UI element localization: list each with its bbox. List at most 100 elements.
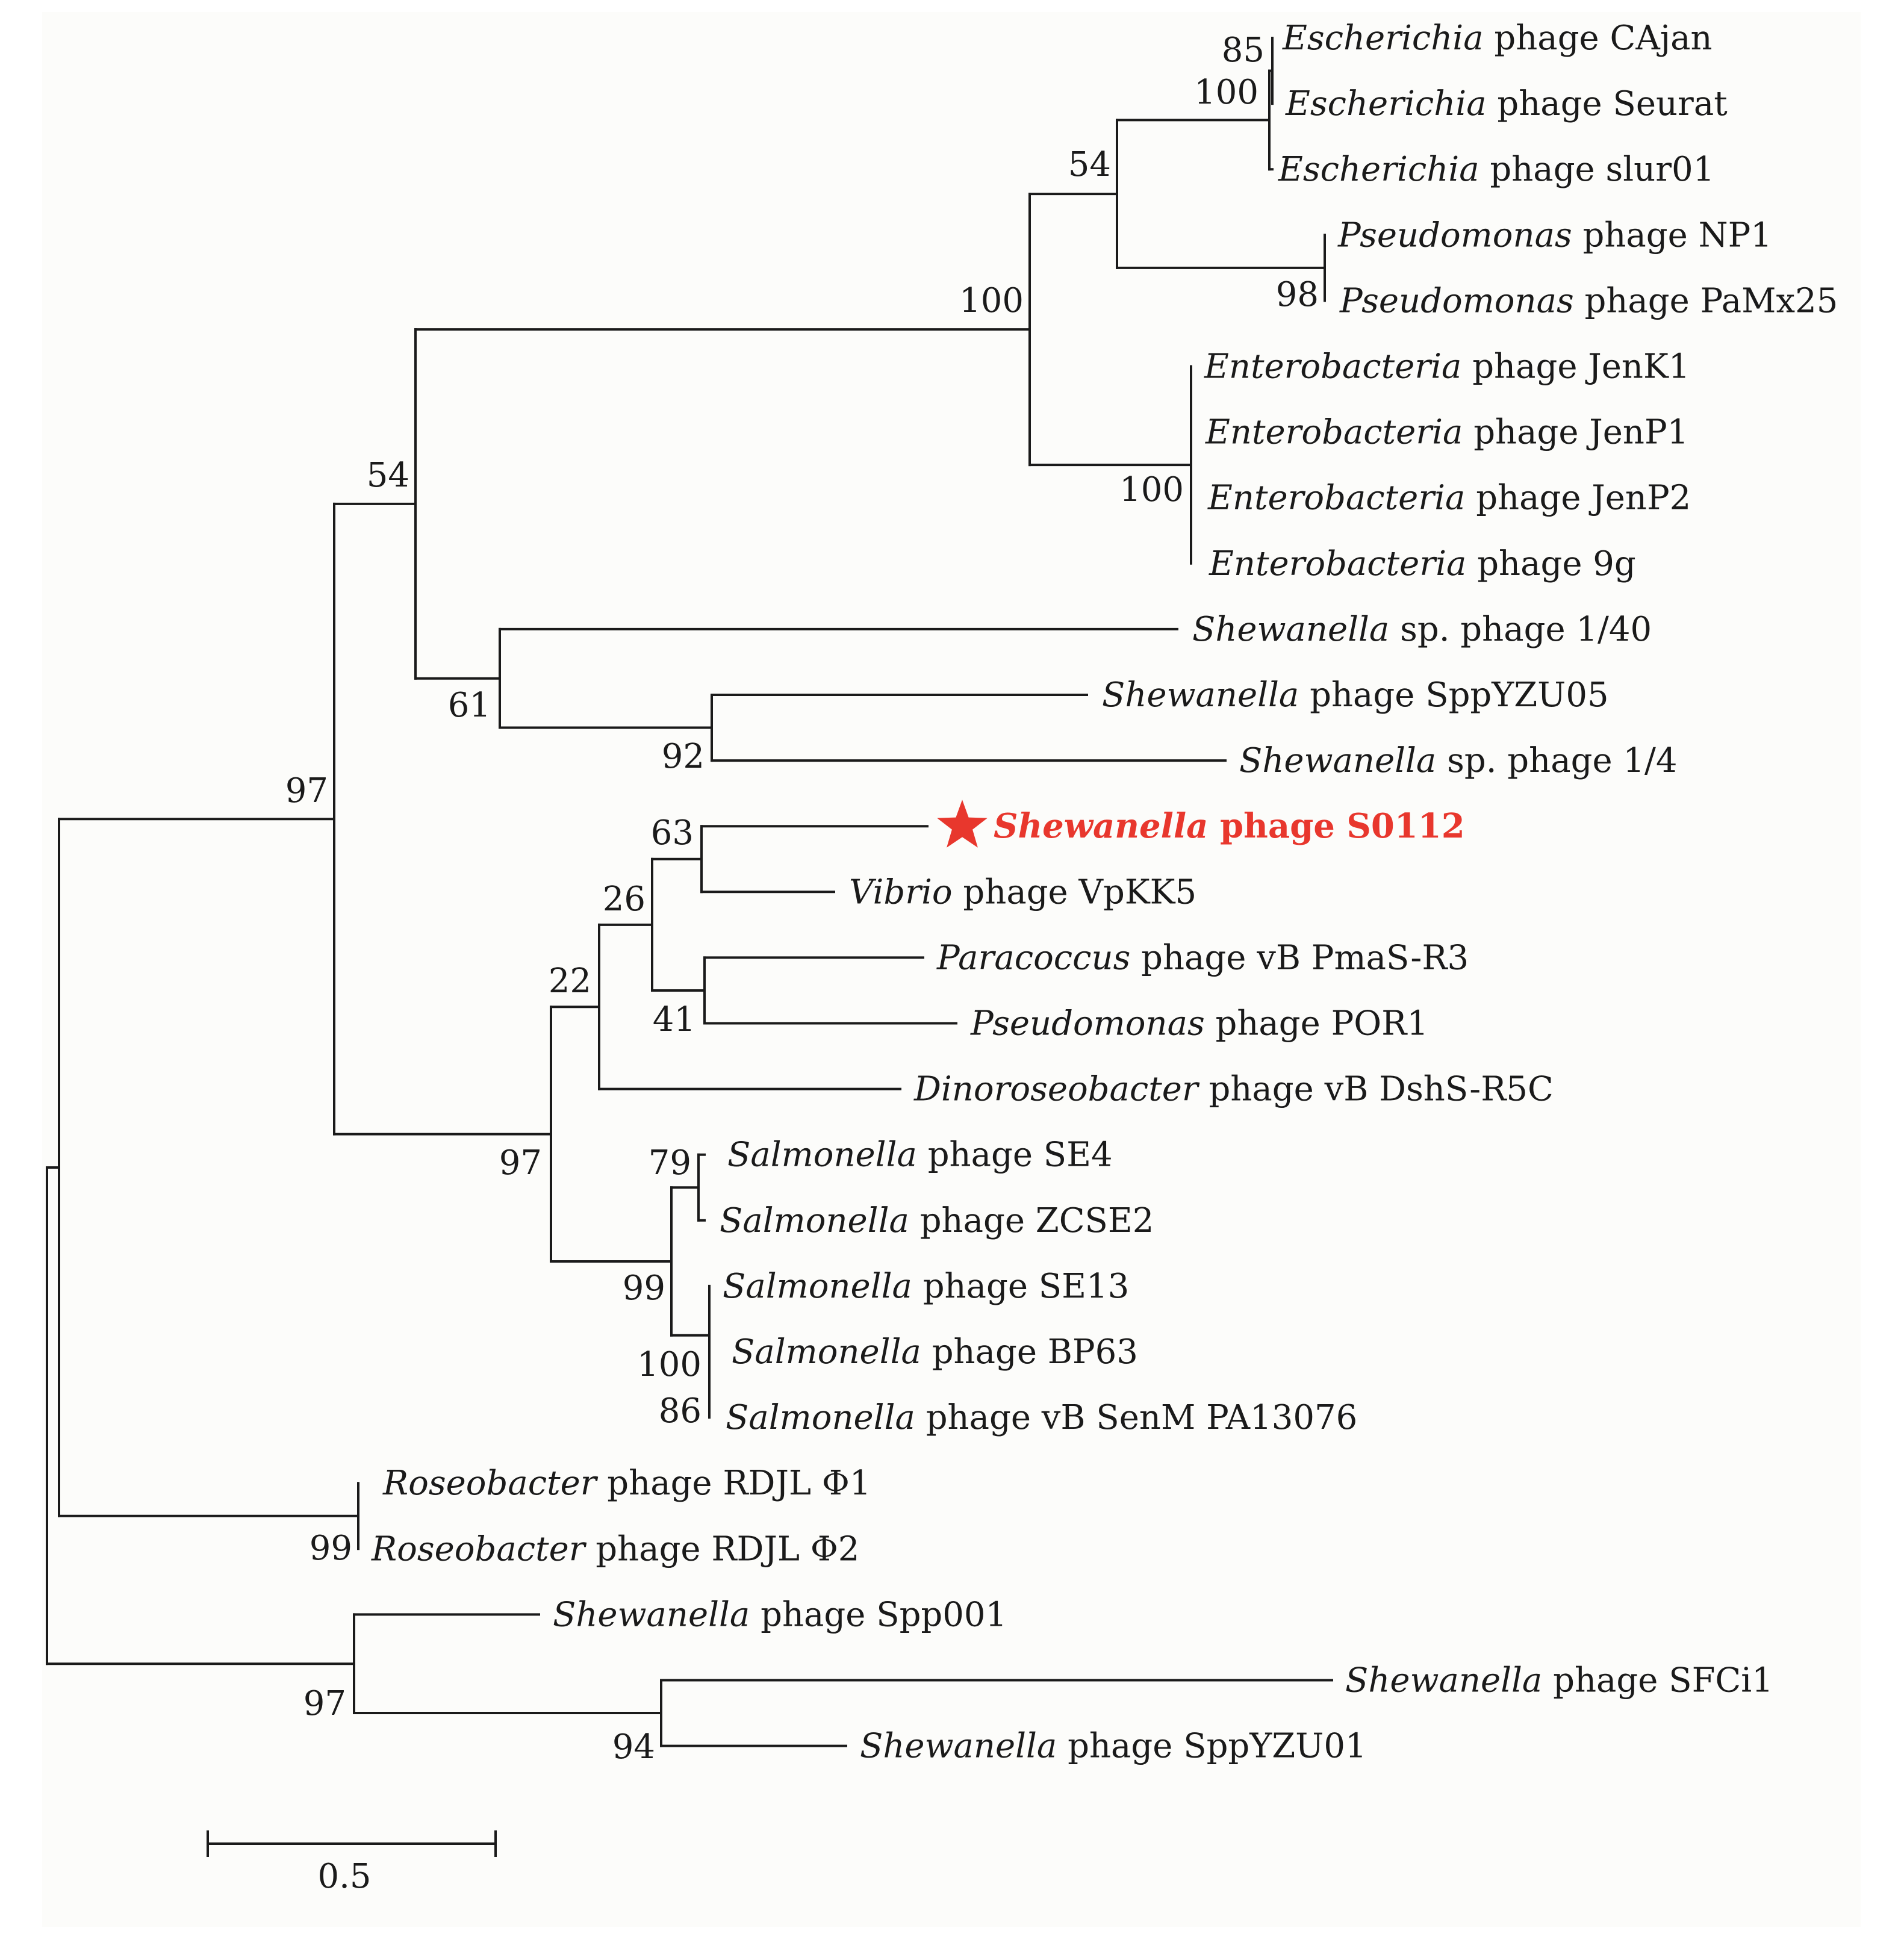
taxon-genus: Shewanella (1345, 1661, 1542, 1700)
taxon-genus: Shewanella (1239, 741, 1436, 780)
star-icon (937, 800, 988, 848)
bootstrap-value: 22 (549, 962, 591, 1001)
taxon-genus: Enterobacteria (1209, 544, 1466, 583)
taxon-label: Vibrio phage VpKK5 (849, 872, 1196, 912)
figure-panel (42, 12, 1861, 1927)
bootstrap-value: 100 (1119, 470, 1184, 509)
taxon-genus: Roseobacter (382, 1464, 599, 1503)
taxon-genus: Salmonella (726, 1398, 915, 1437)
taxon-name: phage NP1 (1572, 216, 1772, 255)
taxon-label: Enterobacteria phage JenP1 (1205, 413, 1688, 452)
taxon-label: Roseobacter phage RDJL Φ2 (371, 1529, 859, 1569)
taxon-name: phage JenP1 (1463, 413, 1688, 452)
scale-bar: 0.5 (207, 1830, 497, 1896)
taxon-label: Salmonella phage ZCSE2 (720, 1201, 1154, 1240)
bootstrap-value: 92 (662, 737, 705, 776)
taxon-genus: Shewanella (1102, 676, 1299, 715)
scale-bar-label: 0.5 (317, 1857, 371, 1896)
taxon-label: Shewanella phage SppYZU05 (1102, 676, 1609, 715)
taxon-label: Escherichia phage Seurat (1285, 84, 1728, 123)
taxon-name: phage CAjan (1484, 19, 1713, 58)
taxon-name: phage vB DshS-R5C (1198, 1070, 1554, 1109)
bootstrap-value: 61 (448, 686, 491, 725)
bootstrap-value: 94 (612, 1727, 655, 1767)
taxon-label: Salmonella phage BP63 (732, 1332, 1138, 1372)
bootstrap-value: 99 (623, 1269, 665, 1308)
taxon-genus: Enterobacteria (1207, 479, 1465, 518)
taxon-name: phage SE13 (912, 1267, 1129, 1306)
bootstrap-value: 54 (367, 456, 409, 495)
bootstrap-value: 100 (959, 281, 1024, 320)
taxon-genus: Roseobacter (371, 1529, 587, 1569)
bootstrap-value: 54 (1068, 145, 1111, 184)
taxon-name: phage Spp001 (750, 1595, 1007, 1634)
taxon-genus: Vibrio (849, 872, 953, 912)
taxon-label: Shewanella sp. phage 1/4 (1239, 741, 1678, 780)
bootstrap-value: 85 (1222, 31, 1265, 70)
taxon-label: Dinoroseobacter phage vB DshS-R5C (913, 1070, 1554, 1109)
taxon-genus: Paracoccus (936, 938, 1130, 977)
bootstrap-value: 100 (1194, 73, 1258, 112)
taxon-label: Enterobacteria phage 9g (1209, 544, 1636, 583)
taxon-name: phage SE4 (917, 1136, 1113, 1175)
taxon-genus: Escherichia (1285, 84, 1487, 123)
taxon-genus: Enterobacteria (1205, 413, 1463, 452)
taxon-label: Paracoccus phage vB PmaS-R3 (936, 938, 1469, 977)
taxon-label: Roseobacter phage RDJL Φ1 (382, 1464, 871, 1503)
taxon-name: phage ZCSE2 (909, 1201, 1154, 1240)
taxon-genus: Shewanella (553, 1595, 750, 1634)
taxon-genus: Pseudomonas (1337, 216, 1572, 255)
taxon-name: phage Seurat (1487, 84, 1728, 123)
taxon-name: phage VpKK5 (953, 872, 1196, 912)
tree-branches (46, 37, 1333, 1747)
taxon-label: Escherichia phage slur01 (1278, 150, 1714, 189)
taxon-genus: Escherichia (1282, 19, 1484, 58)
bootstrap-value: 26 (603, 880, 646, 919)
taxon-label: Enterobacteria phage JenK1 (1204, 347, 1690, 387)
taxon-name: phage S0112 (1208, 806, 1464, 846)
taxon-name: phage 9g (1466, 544, 1635, 583)
taxon-label: Escherichia phage CAjan (1282, 19, 1713, 58)
taxon-label: Salmonella phage SE4 (727, 1136, 1113, 1175)
bootstrap-value: 97 (499, 1143, 542, 1183)
bootstrap-value: 98 (1276, 275, 1319, 314)
taxon-label: Salmonella phage vB SenM PA13076 (726, 1398, 1357, 1437)
taxon-name: phage POR1 (1205, 1004, 1428, 1043)
bootstrap-value: 100 (637, 1345, 702, 1384)
taxon-genus: Shewanella (860, 1727, 1057, 1766)
bootstrap-value: 97 (303, 1684, 346, 1723)
taxon-name: phage RDJL Φ2 (585, 1529, 859, 1569)
taxon-genus: Dinoroseobacter (913, 1070, 1200, 1109)
taxon-label: Shewanella phage SppYZU01 (860, 1727, 1367, 1766)
taxon-name: phage JenK1 (1461, 347, 1690, 387)
taxon-name: phage JenP2 (1465, 479, 1691, 518)
taxon-label: Pseudomonas phage NP1 (1337, 216, 1772, 255)
taxon-genus: Pseudomonas (1339, 281, 1574, 320)
taxon-name: phage BP63 (921, 1332, 1138, 1372)
bootstrap-value: 79 (649, 1143, 691, 1183)
taxon-genus: Escherichia (1278, 150, 1479, 189)
taxon-label: Shewanella phage Spp001 (553, 1595, 1007, 1634)
taxon-name: phage vB PmaS-R3 (1130, 938, 1469, 977)
taxon-name: phage SppYZU01 (1057, 1727, 1366, 1766)
taxon-label: Enterobacteria phage JenP2 (1207, 479, 1691, 518)
taxon-genus: Salmonella (727, 1136, 917, 1175)
taxon-genus: Pseudomonas (970, 1004, 1205, 1043)
taxon-label: Pseudomonas phage PaMx25 (1339, 281, 1838, 320)
taxon-genus: Salmonella (723, 1267, 912, 1306)
taxon-name: phage vB SenM PA13076 (915, 1398, 1357, 1437)
bootstrap-value: 99 (310, 1529, 352, 1568)
taxon-genus: Enterobacteria (1204, 347, 1461, 387)
taxon-name: phage PaMx25 (1574, 281, 1838, 320)
taxon-label: Pseudomonas phage POR1 (970, 1004, 1428, 1043)
bootstrap-value: 41 (653, 1000, 695, 1039)
taxon-name: phage SFCi1 (1542, 1661, 1773, 1700)
taxon-name: phage slur01 (1479, 150, 1715, 189)
taxon-name: phage SppYZU05 (1299, 676, 1608, 715)
taxon-genus: Salmonella (732, 1332, 921, 1372)
taxon-genus: Shewanella (994, 806, 1208, 846)
taxon-name: sp. phage 1/40 (1389, 610, 1652, 649)
